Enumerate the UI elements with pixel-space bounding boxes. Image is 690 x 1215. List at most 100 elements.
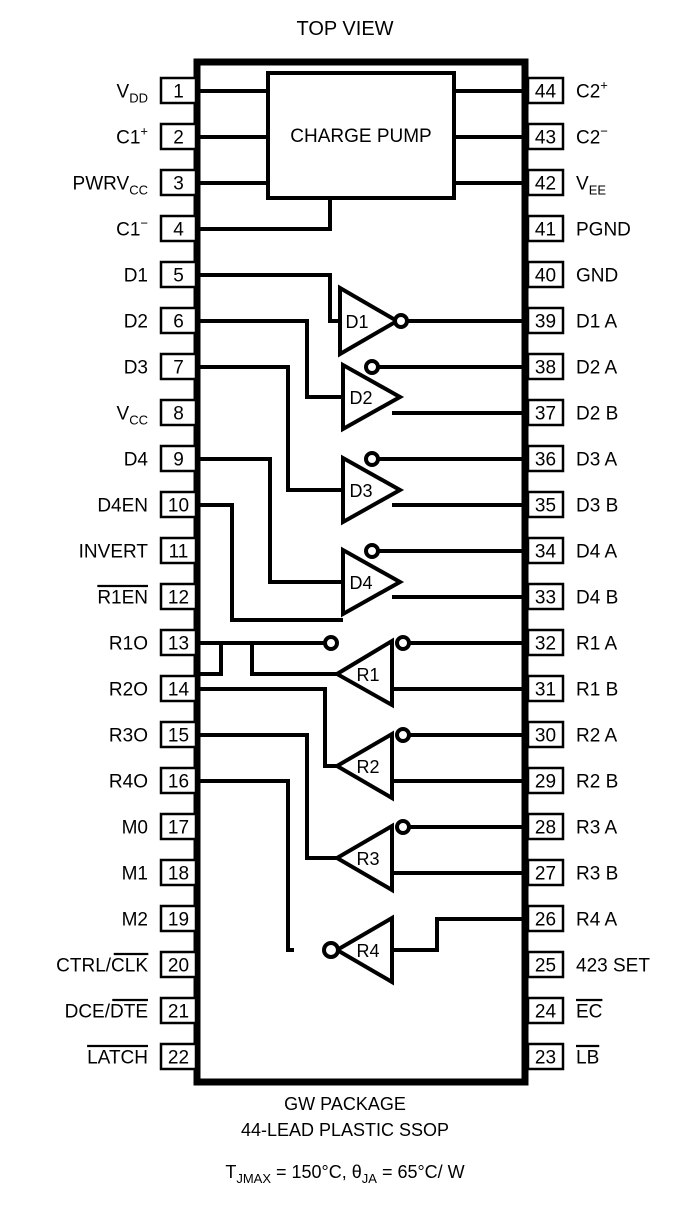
driver-d4-triangle (341, 546, 405, 618)
pin-number-17: 17 (168, 818, 189, 839)
pin-label-23: LB (576, 1048, 599, 1069)
pin-number-44: 44 (535, 82, 557, 103)
pin-box-28 (526, 812, 565, 841)
pin-box-25 (526, 950, 565, 979)
pin-label-32: R1 A (576, 634, 618, 655)
pin-box-24 (526, 996, 565, 1025)
pin-number-42: 42 (535, 174, 556, 195)
driver-d3-inversion-bubble (364, 451, 380, 467)
caption-package: GW PACKAGE (284, 1094, 406, 1114)
pin-label-38: D2 A (576, 358, 618, 379)
pin-number-15: 15 (168, 726, 189, 747)
pin-label-3: PWRVCC (73, 174, 148, 198)
pin-label-42: VEE (576, 174, 606, 198)
pin-box-17 (159, 812, 198, 841)
pin-label-12: R1EN (97, 588, 148, 609)
pin-number-16: 16 (168, 772, 189, 793)
driver-d2-triangle (341, 361, 405, 433)
pin-label-37: D2 B (576, 404, 618, 425)
pin-number-28: 28 (535, 818, 556, 839)
driver-d2-inversion-bubble (364, 359, 380, 375)
pin-box-23 (526, 1042, 565, 1071)
pin-label-2: C1+ (116, 124, 148, 149)
pin-number-18: 18 (168, 864, 189, 885)
driver-d1-wires (197, 273, 525, 323)
driver-d3-triangle (341, 454, 405, 526)
pin-label-1: VDD (117, 82, 148, 106)
caption-thermal: TJMAX = 150°C, θJA = 65°C/ W (225, 1162, 464, 1186)
charge-pump-label: CHARGE PUMP (290, 126, 431, 147)
pin-number-36: 36 (535, 450, 556, 471)
receiver-r1-label: R1 (356, 665, 379, 685)
pin-label-22: LATCH (87, 1048, 148, 1069)
pin-number-4: 4 (173, 220, 184, 241)
pin-label-7: D3 (124, 358, 148, 379)
pin-number-20: 20 (168, 956, 189, 977)
pin-label-20: CTRL/CLK (56, 956, 148, 977)
pin-label-19: M2 (122, 910, 148, 931)
driver-d4-label: D4 (349, 573, 372, 593)
pin-label-35: D3 B (576, 496, 618, 517)
pin-number-34: 34 (535, 542, 557, 563)
pin-label-4: C1− (116, 216, 148, 241)
pin-box-31 (526, 674, 565, 703)
pin-label-14: R2O (109, 680, 148, 701)
pin-number-21: 21 (168, 1002, 189, 1023)
pin-label-43: C2− (576, 124, 608, 149)
pin-box-26 (526, 904, 565, 933)
pin-number-8: 8 (173, 404, 184, 425)
driver-d4-inversion-bubble (364, 543, 380, 559)
pin-number-3: 3 (173, 174, 184, 195)
driver-d1-triangle (338, 284, 401, 358)
pin-number-35: 35 (535, 496, 556, 517)
pin-number-39: 39 (535, 312, 556, 333)
pin-box-35 (526, 490, 565, 519)
receiver-r4-label: R4 (356, 941, 379, 961)
pin-number-12: 12 (168, 588, 189, 609)
receiver-r4-inversion-bubble (322, 941, 340, 959)
pin-label-13: R1O (109, 634, 148, 655)
pin-box-9 (159, 444, 198, 473)
driver-d2-label: D2 (349, 388, 372, 408)
pin-box-11 (159, 536, 198, 565)
pin-label-31: R1 B (576, 680, 618, 701)
pin-label-18: M1 (122, 864, 148, 885)
pin-number-22: 22 (168, 1048, 189, 1069)
pin-label-15: R3O (109, 726, 148, 747)
pin-label-41: PGND (576, 220, 631, 241)
pin-box-32 (526, 628, 565, 657)
pin-box-29 (526, 766, 565, 795)
pin-label-28: R3 A (576, 818, 618, 839)
pin-number-32: 32 (535, 634, 556, 655)
pin-label-21: DCE/DTE (65, 1002, 148, 1023)
pin-number-23: 23 (535, 1048, 556, 1069)
pin-number-40: 40 (535, 266, 556, 287)
caption-theta-sym: θ (352, 1162, 362, 1182)
pin-label-8: VCC (117, 404, 148, 428)
driver-d3-wires (197, 365, 525, 507)
driver-d4-wires (197, 457, 525, 622)
pin-box-7 (159, 352, 198, 381)
pin-box-16 (159, 766, 198, 795)
pin-box-22 (159, 1042, 198, 1071)
pin-label-27: R3 B (576, 864, 618, 885)
pin-label-29: R2 B (576, 772, 618, 793)
pin-label-36: D3 A (576, 450, 618, 471)
pin-number-29: 29 (535, 772, 556, 793)
pin-label-9: D4 (124, 450, 149, 471)
pin-number-9: 9 (173, 450, 184, 471)
pin-number-33: 33 (535, 588, 556, 609)
caption-lead-count: 44-LEAD PLASTIC SSOP (241, 1120, 449, 1140)
pin-number-6: 6 (173, 312, 184, 333)
receiver-r4-triangle (333, 914, 394, 986)
receiver-r2-inversion-bubble (395, 727, 411, 743)
pin-label-5: D1 (124, 266, 148, 287)
caption-tjmax-sub: JMAX (236, 1171, 271, 1186)
pin-number-41: 41 (535, 220, 556, 241)
driver-d1-inversion-bubble (393, 313, 409, 329)
package-body (193, 58, 529, 1086)
pin-number-2: 2 (173, 128, 184, 149)
charge-pump-wires (197, 89, 525, 231)
